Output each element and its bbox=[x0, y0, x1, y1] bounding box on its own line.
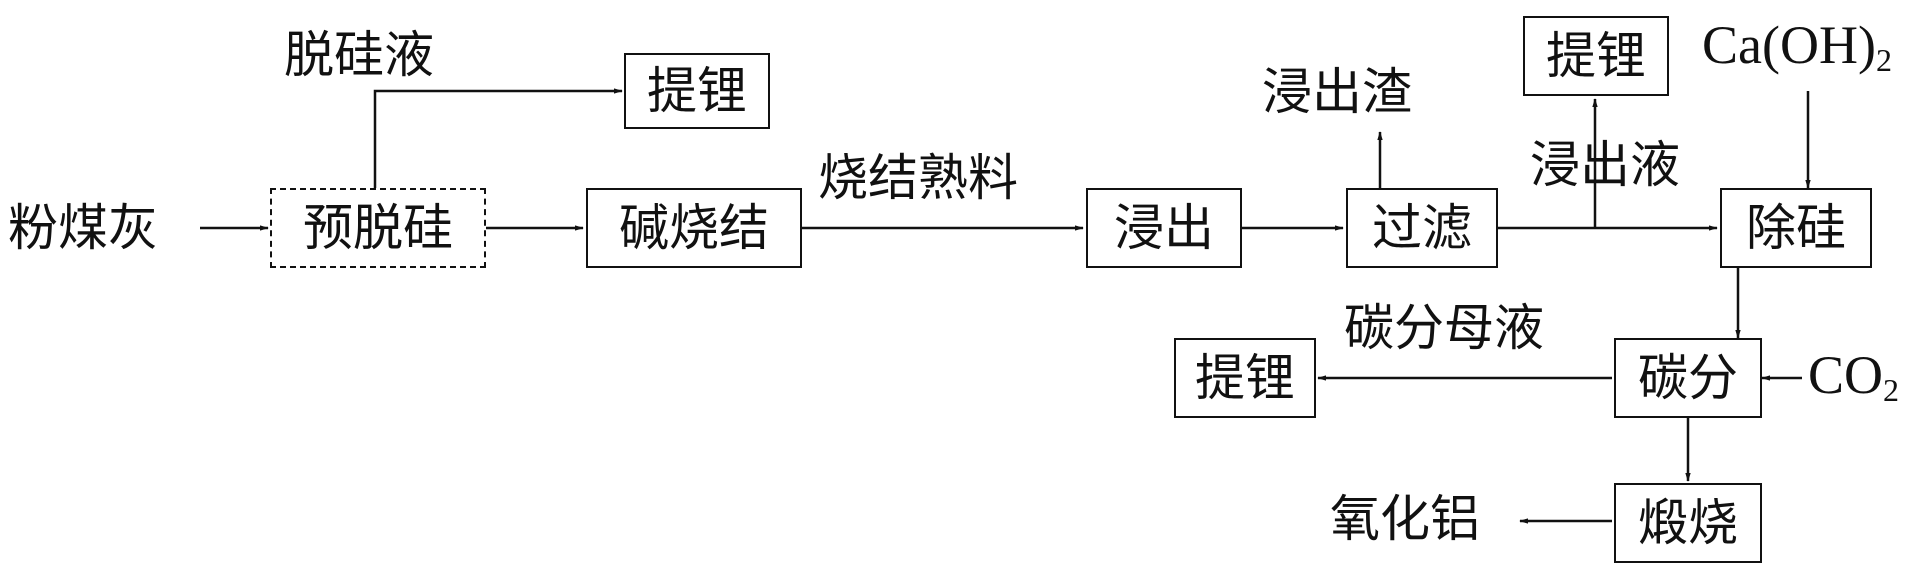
co2-main: CO bbox=[1808, 345, 1884, 405]
node-tili-mid: 提锂 bbox=[1174, 338, 1316, 418]
caoh2-subscript: 2 bbox=[1875, 42, 1892, 78]
co2-subscript: 2 bbox=[1883, 372, 1900, 408]
arrow-yutuogui-to-tili bbox=[373, 88, 623, 188]
node-yutuogui: 预脱硅 bbox=[270, 188, 486, 268]
node-guolv: 过滤 bbox=[1346, 188, 1498, 268]
label-co2: CO2 bbox=[1808, 348, 1899, 406]
node-tili-right: 提锂 bbox=[1523, 16, 1669, 96]
label-jinchuzha: 浸出渣 bbox=[1262, 63, 1412, 121]
node-tanfen: 碳分 bbox=[1614, 338, 1762, 418]
label-tuoguiye: 脱硅液 bbox=[284, 26, 434, 84]
label-yanghualv: 氧化铝 bbox=[1330, 490, 1480, 548]
node-chugui: 除硅 bbox=[1720, 188, 1872, 268]
label-caoh2: Ca(OH)2 bbox=[1702, 18, 1892, 76]
node-jinchu: 浸出 bbox=[1086, 188, 1242, 268]
label-fenmeihui: 粉煤灰 bbox=[8, 199, 158, 257]
caoh2-main: Ca(OH) bbox=[1702, 15, 1876, 75]
node-jianshaojie: 碱烧结 bbox=[586, 188, 802, 268]
label-tanfenmuye: 碳分母液 bbox=[1344, 299, 1544, 357]
node-duanshao: 煅烧 bbox=[1614, 483, 1762, 563]
label-shaojieshuliao: 烧结熟料 bbox=[818, 149, 1018, 207]
label-jinchuye: 浸出液 bbox=[1530, 136, 1680, 194]
node-tili-top: 提锂 bbox=[624, 53, 770, 129]
